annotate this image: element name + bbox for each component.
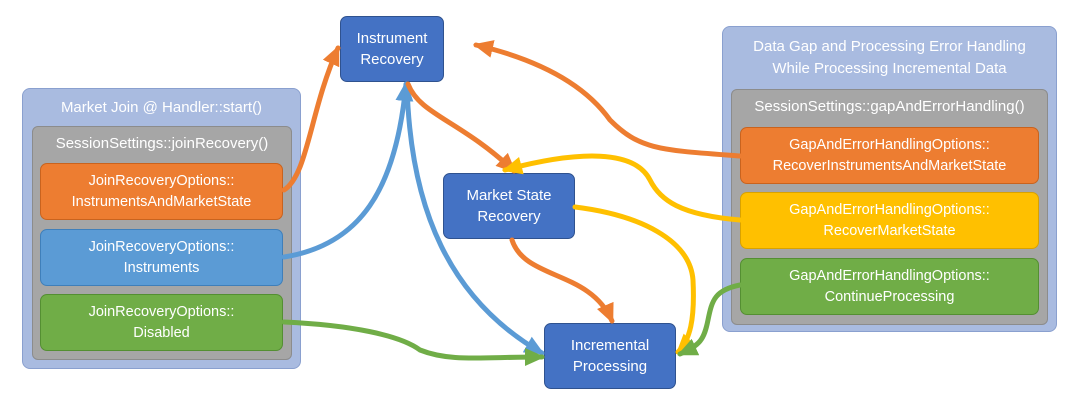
join-option-instruments-and-market-state: JoinRecoveryOptions:: InstrumentsAndMark… <box>40 163 283 220</box>
option-line2: RecoverMarketState <box>823 222 956 239</box>
option-line1: GapAndErrorHandlingOptions:: <box>789 201 990 218</box>
market-state-recovery-node: Market State Recovery <box>443 173 575 239</box>
node-line1: Market State <box>466 187 552 204</box>
incremental-processing-node: Incremental Processing <box>544 323 676 389</box>
arrow-gap-market-state-to-market-state-recovery <box>502 153 743 223</box>
instrument-recovery-node: Instrument Recovery <box>340 16 444 82</box>
join-recovery-title: SessionSettings::joinRecovery() <box>55 135 269 152</box>
gap-option-recover-instruments-and-market-state: GapAndErrorHandlingOptions:: RecoverInst… <box>740 127 1039 184</box>
option-line2: RecoverInstrumentsAndMarketState <box>772 157 1007 174</box>
option-line1: JoinRecoveryOptions:: <box>88 238 235 255</box>
option-line1: JoinRecoveryOptions:: <box>88 172 235 189</box>
arrow-join-disabled-to-incremental <box>281 319 545 367</box>
option-line1: GapAndErrorHandlingOptions:: <box>789 136 990 153</box>
gap-error-title-line2: While Processing Incremental Data <box>772 60 1007 77</box>
gap-error-title-line1: Data Gap and Processing Error Handling <box>753 38 1026 55</box>
gap-option-recover-market-state: GapAndErrorHandlingOptions:: RecoverMark… <box>740 192 1039 249</box>
option-line1: GapAndErrorHandlingOptions:: <box>789 267 990 284</box>
arrow-gap-full-to-instrument-recovery <box>473 40 743 159</box>
arrow-market-state-recovery-to-incremental-orange <box>509 237 615 324</box>
arrow-gap-continue-to-incremental <box>677 282 743 357</box>
gap-option-continue-processing: GapAndErrorHandlingOptions:: ContinuePro… <box>740 258 1039 315</box>
option-line2: Disabled <box>133 324 190 341</box>
arrow-instrument-recovery-to-market-state <box>405 81 517 174</box>
node-line2: Recovery <box>477 208 541 225</box>
arrow-join-instruments-to-instrument-recovery <box>281 81 414 260</box>
market-join-title: Market Join @ Handler::start() <box>60 99 263 116</box>
option-line2: InstrumentsAndMarketState <box>71 193 252 210</box>
arrow-market-state-recovery-to-incremental-gold <box>572 204 697 355</box>
option-line2: Instruments <box>123 259 200 276</box>
option-line1: JoinRecoveryOptions:: <box>88 303 235 320</box>
join-option-disabled: JoinRecoveryOptions:: Disabled <box>40 294 283 351</box>
option-line2: ContinueProcessing <box>824 288 955 305</box>
node-line2: Processing <box>572 358 648 375</box>
gap-error-inner-title: SessionSettings::gapAndErrorHandling() <box>754 98 1025 115</box>
node-line1: Instrument <box>356 30 428 47</box>
node-line1: Incremental <box>570 337 650 354</box>
join-option-instruments: JoinRecoveryOptions:: Instruments <box>40 229 283 286</box>
node-line2: Recovery <box>360 51 424 68</box>
arrow-instrument-recovery-to-incremental <box>404 81 545 356</box>
arrow-join-full-to-instrument-recovery <box>281 45 341 193</box>
